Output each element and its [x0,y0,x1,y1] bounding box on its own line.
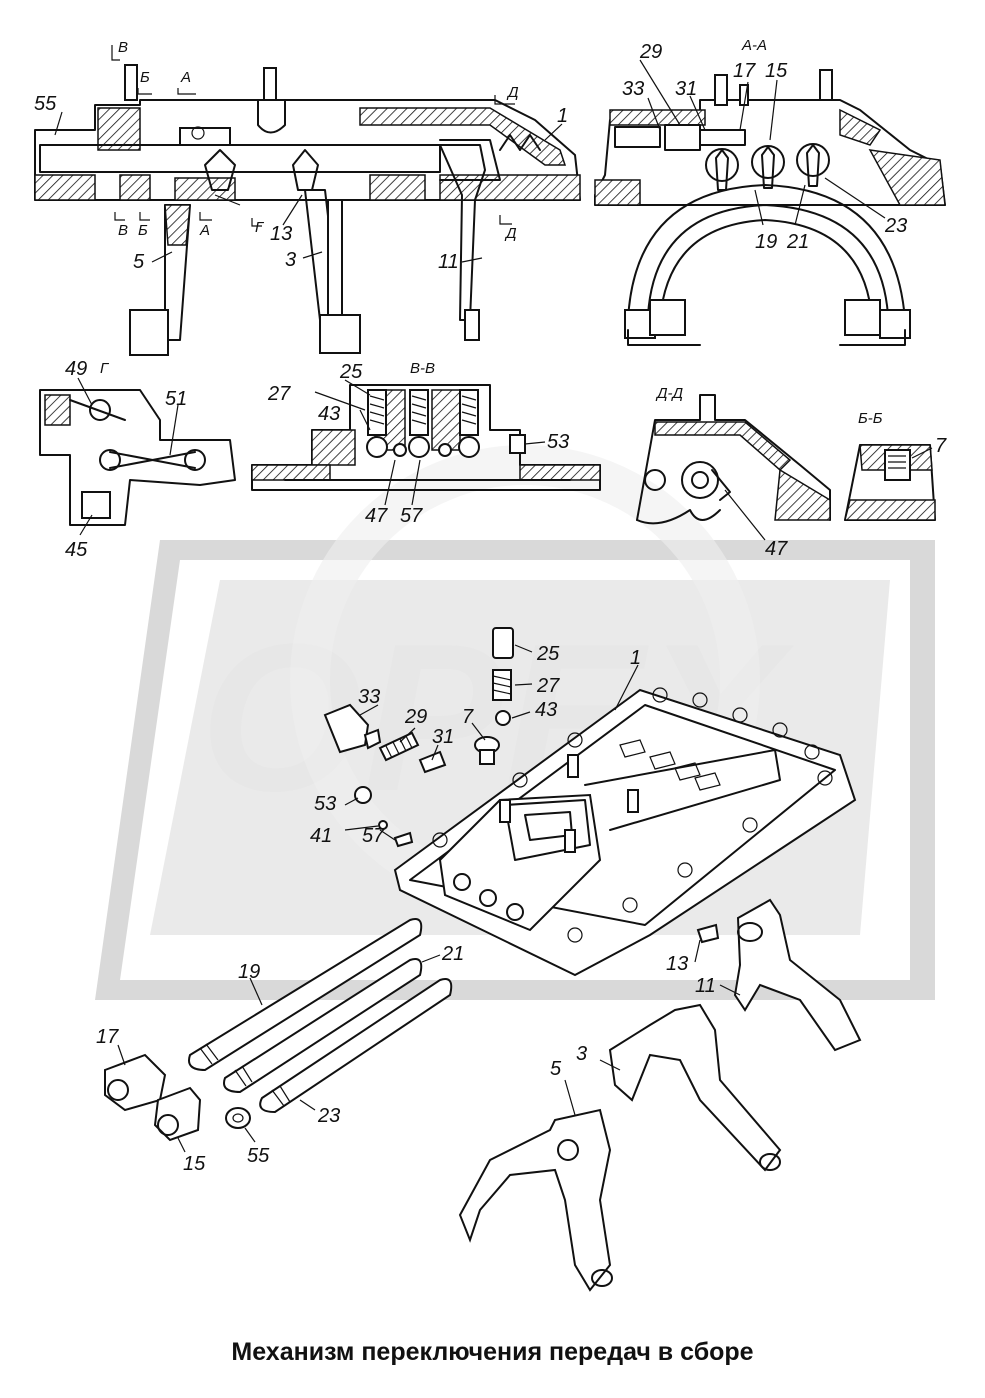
fork-3 [608,1003,782,1172]
callout-47-dd: 47 [765,538,788,560]
callout-7: 7 [935,435,947,457]
callout-33: 33 [622,78,644,100]
figure-caption: Механизм переключения передач в сборе [231,1338,754,1366]
section-aa-view: А-А 29 33 31 [594,37,946,346]
callout-17-exploded: 17 [96,1026,119,1048]
callout-15-exploded: 15 [183,1153,206,1175]
callout-5: 5 [133,251,145,273]
section-mark-d-bottom: Д [504,225,517,242]
callout-31: 31 [675,78,697,100]
callout-7-exploded: 7 [462,706,474,728]
callout-51: 51 [165,388,187,410]
callout-19: 19 [755,231,777,253]
section-mark-v-top: В [118,39,128,56]
callout-25-exploded: 25 [536,643,560,665]
callout-11-exploded: 11 [695,975,716,997]
callout-15: 15 [765,60,788,82]
section-dd-label: Д-Д [655,385,684,402]
callout-43: 43 [318,403,340,425]
callout-53: 53 [547,431,569,453]
callout-29: 29 [639,41,662,63]
callout-3-exploded: 3 [576,1043,587,1065]
callout-5-exploded: 5 [550,1058,562,1080]
callout-27: 27 [267,383,291,405]
callout-25: 25 [339,361,363,383]
callout-43-exploded: 43 [535,699,557,721]
view-g: Г 49 51 45 [39,358,236,561]
callout-1: 1 [557,105,568,127]
callout-23-exploded: 23 [317,1105,340,1127]
callout-21: 21 [786,231,809,253]
view-g-label: Г [100,360,110,377]
block-15 [153,1086,202,1142]
callout-45: 45 [65,539,88,561]
callout-47: 47 [365,505,388,527]
rod-19 [188,918,423,1072]
section-vv-label: В-В [410,360,435,377]
callout-3: 3 [285,249,296,271]
callout-55: 55 [34,93,57,115]
fork-5 [458,1108,612,1292]
section-mark-b-bottom: Б [138,222,148,239]
section-mark-g-bottom: Г [255,219,265,236]
washer-55 [225,1107,251,1129]
callout-19-exploded: 19 [238,961,260,983]
callout-55-exploded: 55 [247,1145,270,1167]
callout-57: 57 [400,505,423,527]
callout-41-exploded: 41 [310,825,332,847]
callout-13: 13 [270,223,292,245]
callout-49: 49 [65,358,87,380]
callout-53-exploded: 53 [314,793,336,815]
longitudinal-section-view: В Б А Д В Б А Г Д 55 1 5 13 3 11 [34,39,581,356]
fork-11 [733,898,862,1052]
section-mark-b-top: Б [140,69,150,86]
section-bb-view: Б-Б 7 [844,410,947,521]
section-aa-label: А-А [741,37,767,54]
callout-1-exploded: 1 [630,647,641,669]
section-vv-view: В-В 25 27 43 53 47 57 [251,360,601,527]
section-mark-v-bottom: В [118,222,128,239]
section-mark-a-top: А [180,69,191,86]
section-dd-view: Д-Д 47 [636,385,831,560]
section-bb-label: Б-Б [858,410,883,427]
callout-17: 17 [733,60,756,82]
section-mark-d-top: Д [506,84,519,101]
section-mark-a-bottom: А [199,222,210,239]
callout-57-exploded: 57 [362,825,385,847]
callout-23: 23 [884,215,907,237]
callout-13-exploded: 13 [666,953,688,975]
callout-27-exploded: 27 [536,675,560,697]
block-17 [104,1053,167,1112]
plug-25 [492,627,514,659]
callout-31-exploded: 31 [432,726,454,748]
callout-33-exploded: 33 [358,686,380,708]
rod-23 [259,978,453,1114]
callout-11: 11 [438,251,459,273]
rod-21 [223,958,423,1094]
callout-21-exploded: 21 [441,943,464,965]
callout-29-exploded: 29 [404,706,427,728]
exploded-view: 25 27 1 33 29 7 43 31 53 41 57 21 19 13 … [96,627,862,1292]
